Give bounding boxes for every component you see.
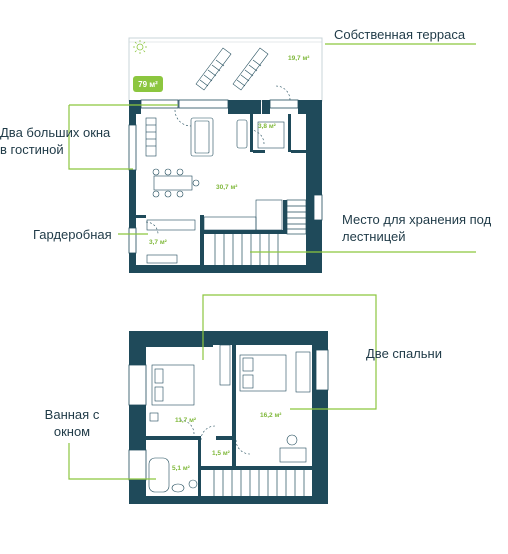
label-wardrobe: Гардеробная <box>33 227 112 242</box>
label-storage: Место для хранения под лестницей <box>342 212 492 244</box>
second-floor-windows <box>128 349 329 481</box>
area-bedroom-right: 16,2 м² <box>260 412 282 419</box>
terrace-loungers <box>195 47 269 91</box>
label-bathroom: Ванная с окном <box>44 407 100 439</box>
area-bath-upper: 3,8 м² <box>258 123 277 130</box>
callout-bedrooms <box>202 294 377 410</box>
area-bathroom: 5,1 м² <box>172 465 191 472</box>
callout-windows <box>68 105 133 170</box>
area-living: 30,7 м² <box>216 184 238 191</box>
first-floor-furniture <box>145 117 285 264</box>
total-area-badge: 79 м² <box>133 76 163 92</box>
sun-icon <box>133 40 147 54</box>
label-bedrooms: Две спальни <box>366 346 442 361</box>
first-floor-plan <box>128 37 323 102</box>
first-floor-walls <box>129 100 322 273</box>
first-floor-stairs <box>214 199 307 265</box>
callout-bathroom <box>68 443 156 480</box>
label-terrace: Собственная терраса <box>334 27 466 42</box>
label-windows: Два больших окна в гостиной <box>0 125 111 157</box>
second-floor-doors <box>179 419 251 455</box>
area-wardrobe: 3,7 м² <box>149 239 168 246</box>
total-area-text: 79 м² <box>138 80 158 89</box>
second-floor-walls <box>129 331 328 504</box>
callout-lines <box>68 43 476 480</box>
first-floor-doors <box>145 85 291 235</box>
area-terrace: 19,7 м² <box>288 55 310 62</box>
area-hall: 1,5 м² <box>212 450 231 457</box>
first-floor-windows <box>128 99 323 254</box>
second-floor-stairs <box>213 470 305 496</box>
area-bedroom-left: 11,7 м² <box>175 417 197 424</box>
second-floor-furniture <box>148 344 311 493</box>
